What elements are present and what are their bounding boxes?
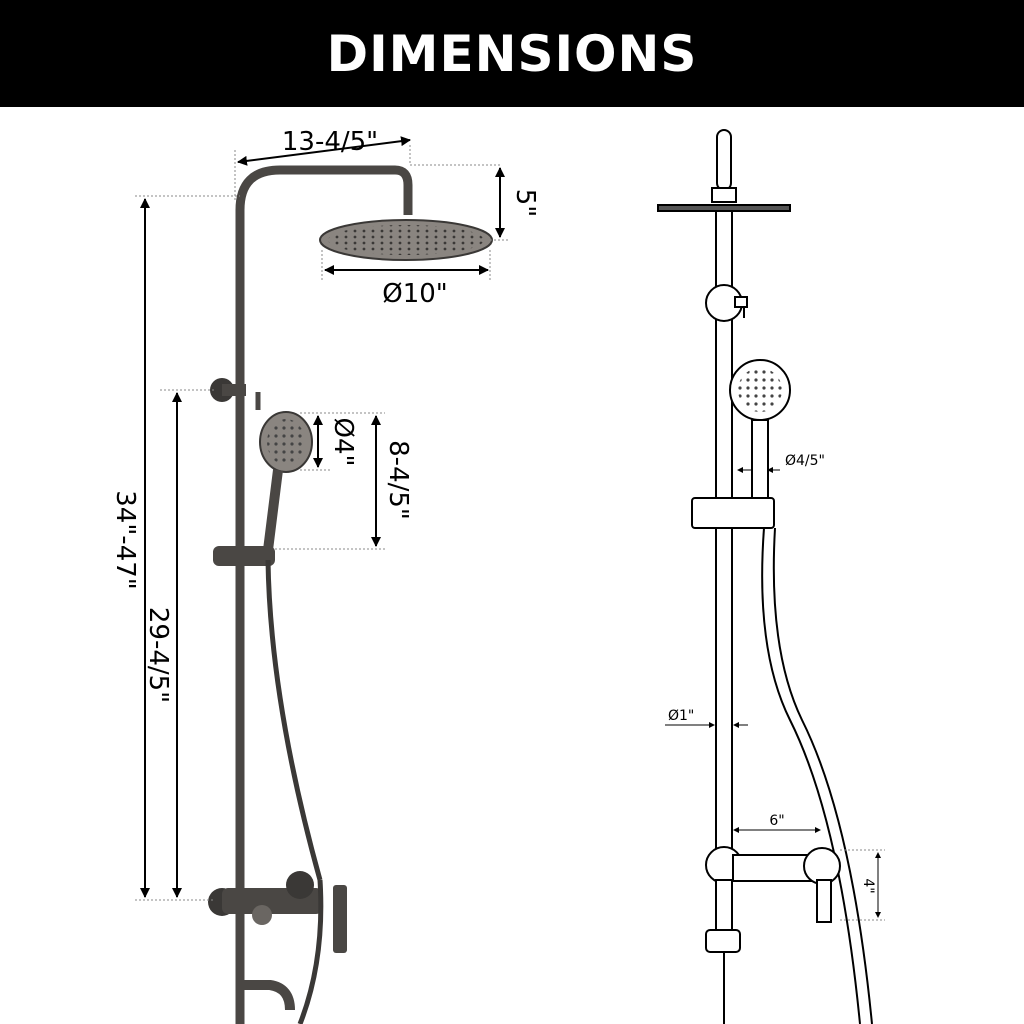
pipe-diameter-label: Ø1" (668, 708, 694, 724)
left-fixture (208, 165, 493, 1024)
handheld-diameter-label: Ø4" (328, 418, 358, 467)
header-bar: DIMENSIONS (0, 0, 1024, 107)
valve-height-label: 4" (860, 878, 876, 893)
left-dimension-lines (135, 136, 510, 901)
total-height-label: 34"-47" (110, 490, 140, 589)
handle-diameter-label: Ø4/5" (785, 453, 825, 469)
head-diameter-label: Ø10" (382, 279, 448, 309)
slide-height-label: 29-4/5" (143, 607, 173, 703)
right-dimension-lines (665, 467, 885, 921)
right-fixture (657, 129, 873, 1024)
arm-length-label: 13-4/5" (282, 127, 378, 157)
title: DIMENSIONS (326, 24, 698, 83)
handheld-length-label: 8-4/5" (383, 440, 413, 520)
head-height-label: 5" (510, 189, 540, 218)
valve-spacing-label: 6" (769, 813, 784, 829)
